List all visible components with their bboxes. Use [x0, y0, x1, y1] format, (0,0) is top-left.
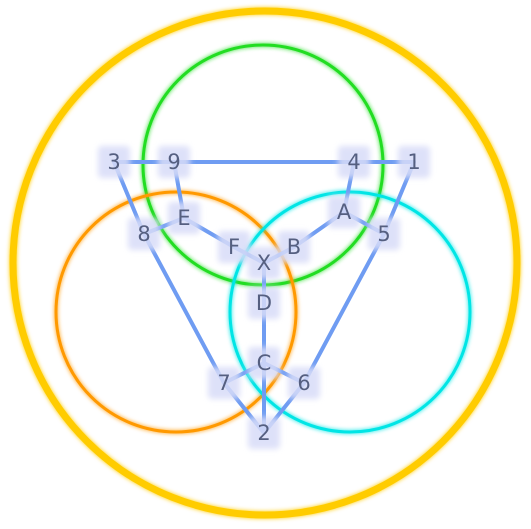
- node-halo-2: [248, 417, 280, 449]
- node-halo-4: [338, 146, 370, 178]
- node-halo-9: [158, 146, 190, 178]
- node-halo-F: [218, 231, 250, 263]
- node-halo-3: [98, 146, 130, 178]
- node-2: 2: [257, 421, 270, 445]
- node-X: X: [257, 251, 271, 275]
- node-6: 6: [297, 371, 310, 395]
- node-halo-1: [398, 146, 430, 178]
- node-halo-X: [248, 247, 280, 279]
- node-C: C: [257, 351, 272, 375]
- node-halo-B: [278, 231, 310, 263]
- node-9: 9: [167, 150, 180, 174]
- node-halo-A: [328, 196, 360, 228]
- node-B: B: [287, 235, 301, 259]
- node-halo-D: [248, 287, 280, 319]
- node-labels: 3 9 4 1 E 8 A 5 F B X D C 7 6 2: [107, 150, 420, 445]
- node-7: 7: [217, 371, 230, 395]
- node-1: 1: [407, 150, 420, 174]
- node-E: E: [177, 206, 190, 230]
- node-5: 5: [377, 222, 390, 246]
- node-D: D: [256, 291, 272, 315]
- node-halo-7: [208, 367, 240, 399]
- node-3: 3: [107, 150, 120, 174]
- node-halo-6: [288, 367, 320, 399]
- node-halos: [98, 146, 430, 449]
- circle-left-orange: [54, 190, 298, 434]
- node-A: A: [337, 200, 352, 224]
- node-halo-E: [168, 202, 200, 234]
- node-halo-5: [368, 218, 400, 250]
- node-halo-C: [248, 347, 280, 379]
- edge-5-6: [302, 232, 386, 385]
- node-4: 4: [347, 150, 360, 174]
- node-F: F: [228, 235, 240, 259]
- node-halo-8: [128, 218, 160, 250]
- node-8: 8: [137, 222, 150, 246]
- outer-ring: [9, 7, 521, 519]
- edge-8-7: [142, 232, 226, 385]
